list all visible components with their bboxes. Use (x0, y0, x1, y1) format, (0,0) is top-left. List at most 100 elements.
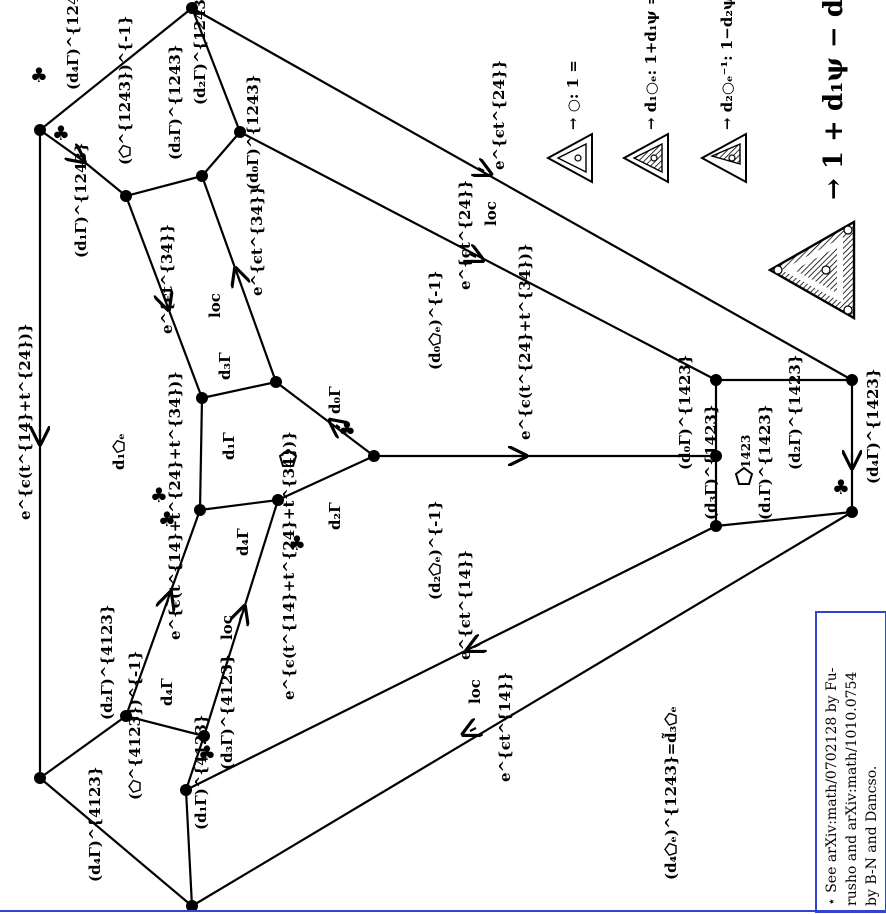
label-d3Gamma-4123: (d₃Γ)^{4123} (218, 654, 236, 770)
note-line-3: by B-N and Dancso. (864, 766, 880, 906)
label-d1-pent: d₁⬠ₑ (110, 433, 128, 470)
labels: e^{ϵ(t^{14}+t^{24})} (d₄Γ)^{1243} (d₂Γ)^… (16, 0, 882, 882)
label-e-t24-a: e^{ϵt^{24}} (490, 60, 508, 170)
label-loc-top: loc (482, 201, 500, 226)
label-d1Gamma-1423: (d₁Γ)^{1423} (756, 404, 774, 520)
arrow-top-outer (478, 168, 484, 171)
arrow-d0 (336, 425, 340, 428)
note-line-2: rusho and arXiv:math/1010.0754 (844, 672, 860, 906)
label-pent-1243-inv: (⬠^{1243})^{-1} (116, 16, 134, 165)
vertex (272, 494, 284, 506)
vertex (120, 710, 132, 722)
edge-center-d (199, 498, 279, 512)
vertex (34, 772, 46, 784)
label-loc-low: loc (218, 615, 236, 640)
edge-bot-inner-c (184, 789, 194, 907)
label-d2Gamma-1423: (d₂Γ)^{1423} (786, 354, 804, 470)
label-d2-pent-inv: (d₂⬠ₑ)^{-1} (426, 501, 444, 600)
vertex (34, 124, 46, 136)
club-icon: ♣ (338, 417, 356, 441)
edge-top-inner-c (125, 174, 203, 198)
edge-outer-top (191, 7, 853, 381)
vertex (710, 374, 722, 386)
edge-center-b (275, 381, 375, 457)
arrow-top-loc (470, 254, 476, 257)
vertex (196, 170, 208, 182)
edge-center-a (201, 380, 277, 400)
vertex (120, 190, 132, 202)
club-icon: ♣ (150, 483, 168, 507)
edge-outer-bottom (191, 511, 853, 907)
vertex (186, 900, 198, 912)
legend-row-3: → d₂○ₑ⁻¹: 1−d₂ψ = (718, 0, 736, 130)
label-d4Gamma-small: d₄Γ (158, 678, 176, 706)
vertex (368, 450, 380, 462)
pentagon-icon (734, 466, 754, 485)
vertex (196, 392, 208, 404)
pentagon-icons (278, 448, 754, 485)
label-d0Gamma-1423: (d₀Γ)^{1423} (676, 354, 694, 470)
club-icon: ♣ (288, 531, 306, 555)
note-line-1: ⋆ See arXiv:math/0702128 by Fu- (824, 667, 840, 906)
club-icon: ♣ (30, 63, 48, 87)
vertex (846, 374, 858, 386)
edge-center-e (277, 455, 375, 501)
arrows (40, 154, 852, 731)
label-e-t34-a: e^{ϵt^{34}} (158, 224, 176, 334)
label-e-t14-t24-t34-a: e^{ϵ(t^{14}+t^{24}+t^{34})} (166, 371, 184, 640)
label-e-t24-b: e^{ϵt^{24}} (456, 180, 474, 290)
club-icon: ♣ (52, 121, 70, 145)
arrow-tl (74, 154, 78, 157)
edge-tl-a (39, 7, 193, 131)
vertex (180, 784, 192, 796)
arrow-bot-ladder-l (166, 600, 168, 606)
label-loc-mid: loc (206, 293, 224, 318)
vertex (710, 450, 722, 462)
label-outer-left: e^{ϵ(t^{14}+t^{24})} (16, 323, 34, 520)
label-d2Gamma-1243: (d₂Γ)^{1243} (191, 0, 209, 105)
edge-bot-inner-a (125, 714, 205, 738)
vertex (710, 520, 722, 532)
vertex (270, 376, 282, 388)
arrow-top-ladder-l (164, 296, 166, 302)
legend-triangle-big (767, 219, 856, 321)
label-d3Gamma: d₃Γ (216, 352, 234, 380)
label-e-t34-b: e^{ϵt^{34}} (248, 186, 266, 296)
label-loc-bottom: loc (466, 679, 484, 704)
vertex (234, 126, 246, 138)
label-d4Gamma: d₄Γ (234, 528, 252, 556)
label-e-t14-b: e^{ϵt^{14}} (496, 672, 514, 782)
label-d0Gamma: d₀Γ (326, 386, 344, 414)
arrow-bot-loc (474, 644, 480, 647)
vertex (186, 2, 198, 14)
edge-bot-inner-b (184, 735, 206, 791)
label-e-t24-t34: e^{ϵ(t^{24}+t^{34})} (516, 243, 534, 440)
edge-right-d (715, 510, 853, 528)
arrow-bot-outer (470, 728, 476, 731)
club-markers: ♣ ♣ ♣ ♣ ♣ ♣ ♣ ♣ (30, 63, 850, 765)
label-d4Gamma-1243: (d₄Γ)^{1243} (64, 0, 82, 90)
edge-bl-b (39, 715, 127, 779)
label-d1Gamma: d₁Γ (220, 432, 238, 460)
arrow-bot-ladder-r (240, 614, 242, 620)
label-d4Gamma-4123: (d₄Γ)^{4123} (86, 766, 104, 882)
label-d4-pent-eq: (d₄⬠ₑ)^{1243}=d̃₃⬠ₑ (660, 706, 680, 880)
legend-triangle-3 (699, 132, 747, 184)
club-icon: ♣ (832, 475, 850, 499)
label-d3Gamma-1423: (d₃Γ)^{1423} (702, 404, 720, 520)
legend-row-1: → ○: 1 = (564, 60, 582, 130)
reference-note: ⋆ See arXiv:math/0702128 by Fu- rusho an… (815, 611, 886, 913)
edge-bl-a (39, 777, 193, 907)
label-d2Gamma: d₂Γ (326, 502, 344, 530)
label-d2Gamma-4123: (d₂Γ)^{4123} (98, 604, 116, 720)
edge-top-inner-d (81, 159, 127, 197)
label-e-t14-t24-t34-b: e^{ϵ(t^{14}+t^{24}+t^{34})} (280, 431, 298, 700)
legend-triangle-2 (621, 132, 669, 184)
arrow-top-ladder-r (238, 276, 240, 282)
label-d1Gamma-1243: (d₁Γ)^{1243} (72, 142, 90, 258)
edge-center-c (198, 397, 204, 511)
vertex (198, 730, 210, 742)
pentagon-icon (278, 448, 298, 467)
legend-triangle-1 (545, 132, 593, 184)
